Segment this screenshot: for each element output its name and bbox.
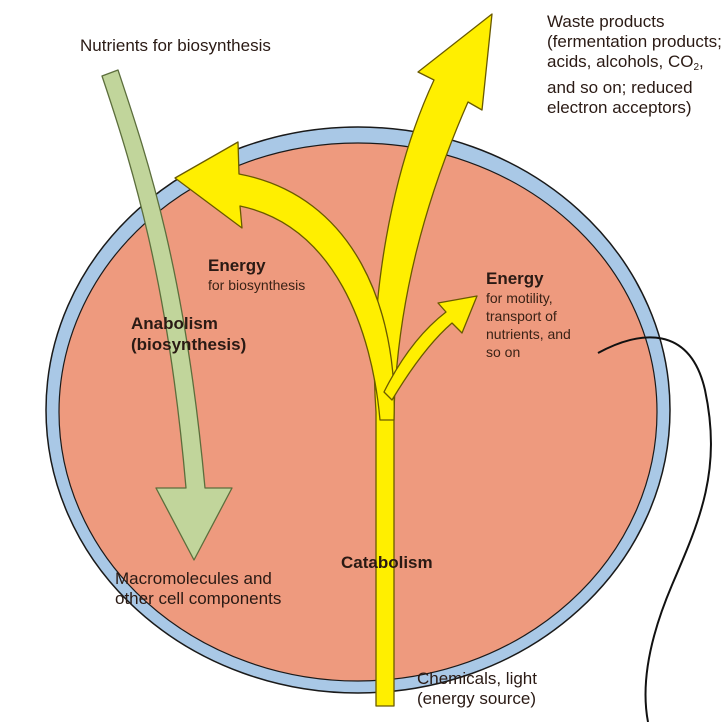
anabolism-line-2: (biosynthesis) (131, 334, 246, 355)
chemicals-line-2: (energy source) (417, 689, 537, 709)
energy-right-line-4: so on (486, 343, 571, 361)
waste-line-3-comma: , (699, 52, 704, 71)
waste-line-5: electron acceptors) (547, 98, 722, 118)
waste-products-label: Waste products (fermentation products; a… (547, 12, 722, 118)
macro-line-1: Macromolecules and (115, 569, 281, 589)
waste-line-3: acids, alcohols, CO2, (547, 52, 722, 78)
anabolism-label: Anabolism (biosynthesis) (131, 313, 246, 355)
nutrients-label: Nutrients for biosynthesis (80, 36, 271, 56)
energy-left-title: Energy (208, 255, 305, 276)
catabolism-text: Catabolism (341, 553, 433, 572)
anabolism-line-1: Anabolism (131, 313, 246, 334)
energy-right-line-1: for motility, (486, 289, 571, 307)
energy-left-sub: for biosynthesis (208, 276, 305, 294)
nutrients-text: Nutrients for biosynthesis (80, 36, 271, 55)
macromolecules-label: Macromolecules and other cell components (115, 569, 281, 609)
energy-biosynthesis-label: Energy for biosynthesis (208, 255, 305, 294)
waste-line-4: and so on; reduced (547, 78, 722, 98)
energy-motility-label: Energy for motility, transport of nutrie… (486, 268, 571, 361)
waste-title: Waste products (547, 12, 722, 32)
energy-right-title: Energy (486, 268, 571, 289)
chemicals-line-1: Chemicals, light (417, 669, 537, 689)
chemicals-light-label: Chemicals, light (energy source) (417, 669, 537, 709)
waste-line-3-text: acids, alcohols, CO (547, 52, 693, 71)
energy-right-line-2: transport of (486, 307, 571, 325)
energy-right-line-3: nutrients, and (486, 325, 571, 343)
catabolism-label: Catabolism (341, 552, 433, 573)
waste-line-2: (fermentation products; (547, 32, 722, 52)
macro-line-2: other cell components (115, 589, 281, 609)
